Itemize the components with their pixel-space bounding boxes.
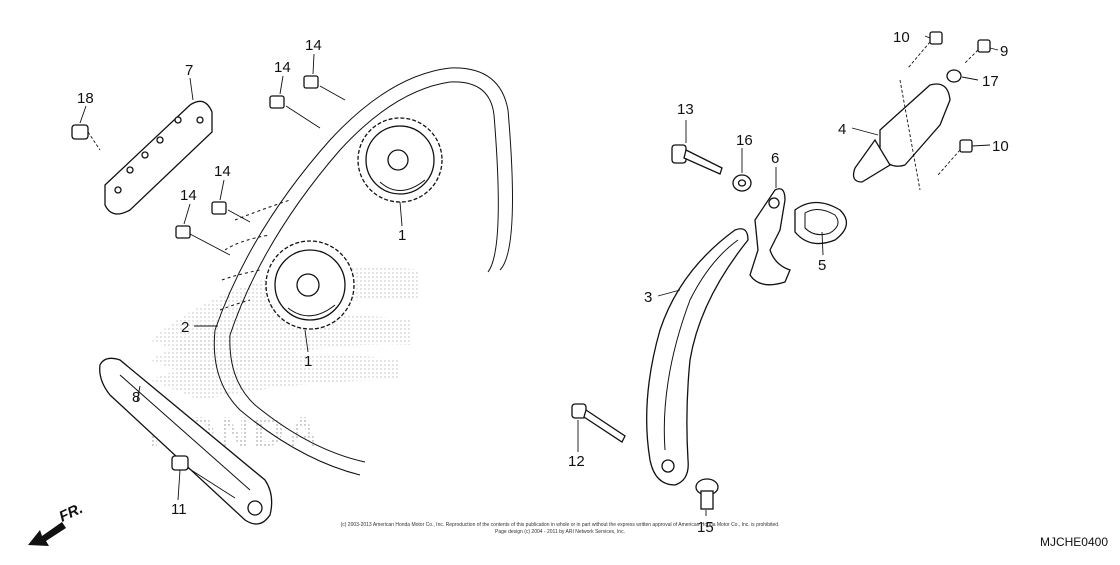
collar-15 xyxy=(695,478,719,510)
bolt-14-a xyxy=(303,75,319,89)
callout-9: 9 xyxy=(1000,43,1008,60)
tensioner-arm xyxy=(646,228,749,486)
front-direction-marker: FR. xyxy=(28,500,86,546)
callout-1-lower: 1 xyxy=(304,353,312,370)
bolt-11 xyxy=(171,455,189,471)
callout-labels: 1 1 2 3 4 5 6 7 8 9 10 10 11 12 13 14 14… xyxy=(77,29,1009,536)
front-label: FR. xyxy=(57,500,86,526)
copyright-line-2: Page design (c) 2004 - 2011 by ARI Netwo… xyxy=(495,529,625,535)
callout-10-lower: 10 xyxy=(992,138,1009,155)
callout-14-d: 14 xyxy=(180,187,197,204)
washer-17 xyxy=(946,69,962,83)
bolt-14-c xyxy=(211,201,227,215)
tensioner-bracket xyxy=(749,188,791,286)
callout-4: 4 xyxy=(838,121,846,138)
callout-5: 5 xyxy=(818,257,826,274)
callout-6: 6 xyxy=(771,150,779,167)
callout-11: 11 xyxy=(171,501,187,518)
bolt-10-upper xyxy=(907,31,943,69)
chain-guide-plate xyxy=(104,100,213,215)
leader-lines xyxy=(79,35,999,516)
washer-16 xyxy=(732,174,752,192)
bolt-12 xyxy=(571,403,626,443)
cam-chain xyxy=(213,67,513,476)
callout-2: 2 xyxy=(181,319,189,336)
bolt-10-lower xyxy=(937,139,973,176)
bolt-18 xyxy=(71,124,101,151)
tensioner-gasket xyxy=(794,201,847,245)
diagram-code: MJCHE0400 xyxy=(1040,535,1108,549)
bolt-13 xyxy=(671,144,723,175)
bolt-14-d xyxy=(175,225,191,239)
callout-12: 12 xyxy=(568,453,585,470)
cam-sprocket-upper xyxy=(357,117,443,203)
cam-sprocket-lower xyxy=(265,240,355,330)
copyright-line-1: (c) 2003-2013 American Honda Motor Co., … xyxy=(341,522,780,528)
callout-18: 18 xyxy=(77,90,94,107)
tensioner-lifter xyxy=(852,79,951,191)
callout-16: 16 xyxy=(736,132,753,149)
callout-14-b: 14 xyxy=(274,59,291,76)
callout-17: 17 xyxy=(982,73,999,90)
callout-10-upper: 10 xyxy=(893,29,910,46)
cam-chain-guide xyxy=(99,357,273,525)
callout-1-upper: 1 xyxy=(398,227,406,244)
bolt-14-b xyxy=(269,95,285,109)
callout-15: 15 xyxy=(697,519,714,536)
callout-14-a: 14 xyxy=(305,37,322,54)
callout-3: 3 xyxy=(644,289,652,306)
callout-8: 8 xyxy=(132,389,140,406)
bolt-9 xyxy=(964,39,991,64)
callout-7: 7 xyxy=(185,62,193,79)
callout-13: 13 xyxy=(677,101,694,118)
callout-14-c: 14 xyxy=(214,163,231,180)
front-arrow-icon xyxy=(28,522,66,546)
